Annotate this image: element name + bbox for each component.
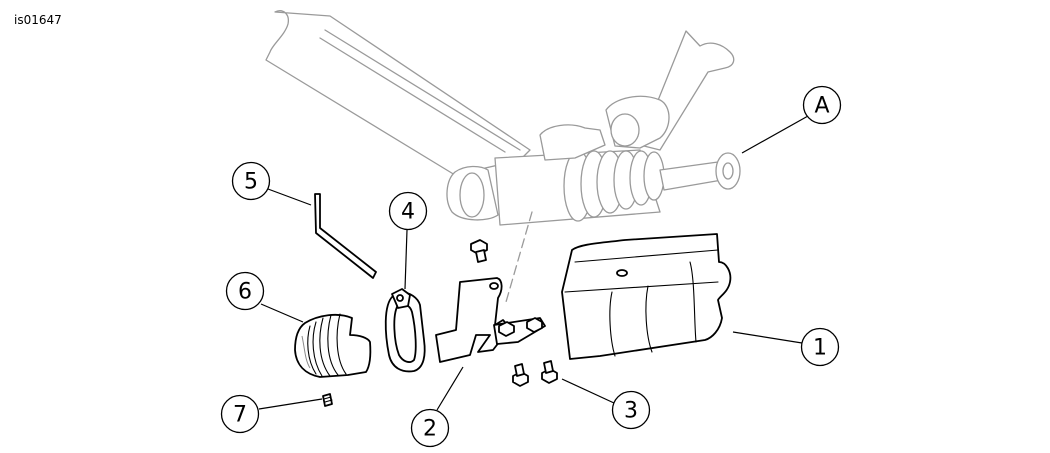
bolt-lower-1 — [512, 363, 529, 387]
svg-text:2: 2 — [423, 417, 437, 442]
svg-text:1: 1 — [813, 336, 827, 361]
bolt-bracket-1 — [498, 321, 515, 337]
part-1-heat-shield — [561, 233, 732, 360]
callout-2: 2 — [410, 408, 450, 448]
figure-id: is01647 — [14, 13, 62, 27]
leader-lines — [258, 115, 809, 411]
part-5-hex-key — [314, 193, 377, 279]
bolt-upper-left — [470, 239, 488, 263]
svg-text:6: 6 — [238, 280, 252, 305]
part-3-bolts — [470, 239, 558, 387]
callout-3: 3 — [611, 390, 651, 430]
bellows — [563, 150, 665, 222]
bolt-bracket-2 — [526, 317, 543, 333]
svg-text:5: 5 — [244, 170, 258, 195]
part-2-bracket — [435, 277, 546, 363]
frame-context — [265, 10, 741, 303]
callout-5: 5 — [231, 161, 271, 201]
callout-4: 4 — [388, 191, 428, 231]
part-6-boot — [294, 313, 372, 378]
part-7-set-screw — [322, 393, 333, 407]
callout-A: A — [802, 85, 842, 125]
callout-6: 6 — [225, 271, 265, 311]
bolt-lower-2 — [541, 360, 558, 384]
svg-text:4: 4 — [401, 200, 415, 225]
callout-1: 1 — [800, 327, 840, 367]
callout-7: 7 — [220, 394, 260, 434]
svg-text:3: 3 — [624, 399, 638, 424]
part-4-clamp — [384, 288, 426, 373]
svg-text:7: 7 — [233, 403, 247, 428]
svg-text:A: A — [814, 94, 829, 119]
